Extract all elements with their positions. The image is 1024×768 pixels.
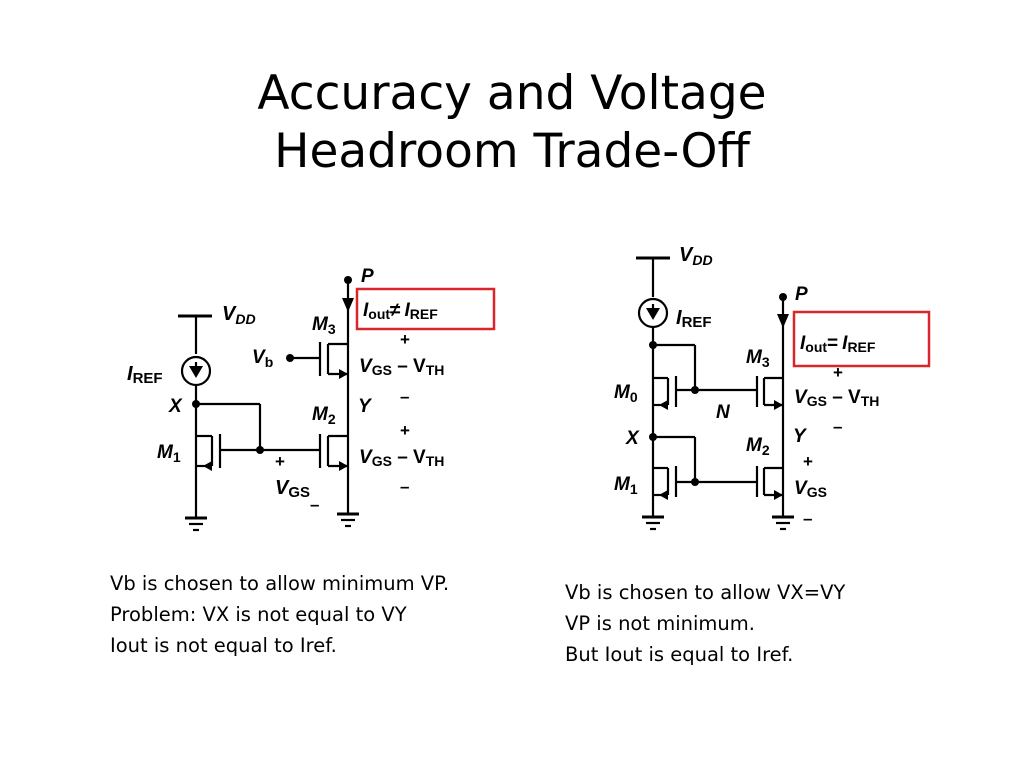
left-top-plus: + [400, 330, 410, 349]
m2-source-arrow-icon [339, 461, 348, 471]
left-m1-label: M1 [157, 442, 181, 465]
right-m2-label: M2 [746, 435, 770, 458]
left-top-vgs-vth: VGS – VTH [359, 356, 444, 378]
right-caption-line-3: But Iout is equal to Iref. [565, 643, 794, 666]
title-line-1: Accuracy and Voltage [257, 66, 767, 122]
right-node-x-dot [649, 433, 657, 441]
right-m1-source-arrow-icon [659, 490, 668, 500]
left-m1-plus: + [275, 452, 285, 471]
right-m3-label: M3 [746, 347, 770, 370]
left-m1-minus: – [310, 495, 319, 514]
right-circuit-wires [636, 256, 794, 531]
right-node-n-label: N [716, 402, 731, 423]
iout-arrow-icon [342, 298, 354, 312]
left-mid-minus: – [400, 477, 409, 496]
left-iout-highlight-box [355, 287, 496, 331]
left-m3-label: M3 [312, 314, 336, 337]
left-vdd-label: VDD [222, 303, 256, 327]
right-m0-label: M0 [614, 382, 638, 405]
right-m2-source-arrow-icon [774, 490, 783, 500]
right-iref-node-dot [649, 341, 657, 349]
left-caption: Vb is chosen to allow minimum VP. Proble… [110, 568, 449, 661]
right-bot-vgs: VGS [794, 478, 827, 500]
right-top-vgs-vth: VGS – VTH [794, 387, 879, 409]
right-bot-minus: – [803, 509, 812, 528]
right-node-p-label: P [795, 284, 808, 305]
left-node-p-label: P [361, 266, 374, 287]
left-node-x-label: X [168, 396, 183, 417]
left-m2-label: M2 [312, 404, 336, 427]
m1-source-arrow-icon [203, 461, 212, 471]
gate-node-dot [256, 446, 264, 454]
right-m1-label: M1 [614, 474, 638, 497]
right-iout-arrow-icon [777, 314, 789, 328]
left-top-minus: – [400, 387, 409, 406]
right-caption-line-2: VP is not minimum. [565, 612, 755, 635]
left-m1-vgs: VGS [275, 477, 310, 501]
right-node-x-label: X [625, 428, 640, 449]
left-mid-plus: + [400, 421, 410, 440]
node-x-dot [192, 400, 200, 408]
left-node-y-label: Y [358, 396, 373, 417]
left-caption-line-3: Iout is not equal to Iref. [110, 634, 337, 657]
right-node-p-dot [779, 293, 787, 301]
m3-source-arrow-icon [339, 369, 348, 379]
title-line-2: Headroom Trade-Off [274, 124, 750, 180]
left-caption-line-2: Problem: VX is not equal to VY [110, 603, 407, 626]
right-top-minus: – [833, 417, 842, 436]
left-iref-label: IREF [127, 363, 163, 387]
right-vdd-label: VDD [679, 244, 713, 268]
right-node-y-label: Y [793, 426, 808, 447]
right-circuit-symbols [646, 293, 789, 500]
node-p-dot [344, 276, 352, 284]
left-iout-equation: Iout≠IREF [363, 300, 438, 322]
left-circuit-wires [178, 280, 359, 532]
vb-dot [286, 354, 294, 362]
right-iout-equation: Iout=IREF [800, 333, 876, 355]
right-caption: Vb is chosen to allow VX=VY VP is not mi… [565, 577, 845, 670]
right-iref-label: IREF [676, 307, 712, 331]
right-iout-highlight-box [792, 310, 931, 368]
left-circuit-symbols [189, 276, 354, 471]
left-caption-line-1: Vb is chosen to allow minimum VP. [110, 572, 450, 595]
right-m3-source-arrow-icon [774, 400, 783, 410]
right-gate-node-dot [691, 478, 699, 486]
left-mid-vgs-vth: VGS – VTH [359, 447, 444, 469]
right-bot-plus: + [803, 452, 813, 471]
right-top-plus: + [833, 363, 843, 382]
right-caption-line-1: Vb is chosen to allow VX=VY [565, 581, 846, 604]
left-vb-label: Vb [252, 347, 273, 370]
node-n-dot [691, 386, 699, 394]
m0-source-arrow-icon [659, 400, 668, 410]
